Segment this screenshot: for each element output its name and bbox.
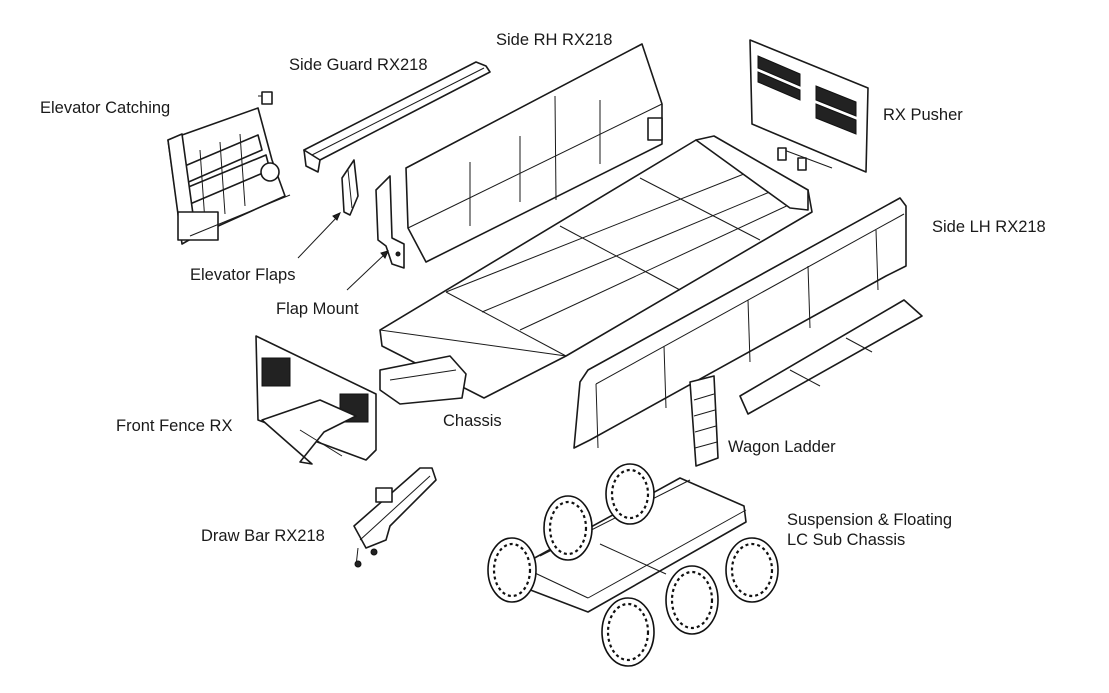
wagon-ladder-part: [689, 375, 719, 467]
label-draw-bar: Draw Bar RX218: [201, 527, 325, 545]
rx-pusher-part: [749, 39, 869, 173]
label-side-guard: Side Guard RX218: [289, 56, 428, 74]
side-lh-part: [573, 197, 907, 449]
chassis-part: [379, 135, 813, 405]
lower-guard-part: [739, 299, 923, 415]
label-front-fence: Front Fence RX: [116, 417, 233, 435]
label-chassis: Chassis: [443, 412, 502, 430]
draw-bar-part: [353, 467, 437, 568]
label-side-rh: Side RH RX218: [496, 31, 613, 49]
label-wagon-ladder: Wagon Ladder: [728, 438, 836, 456]
elevator-catching-part: [167, 91, 291, 245]
label-rx-pusher: RX Pusher: [883, 106, 963, 124]
label-suspension-line2: LC Sub Chassis: [787, 531, 906, 549]
front-fence-part: [255, 335, 377, 465]
side-guard-part: [303, 61, 491, 173]
side-rh-part: [405, 43, 663, 263]
flap-mount-part: [375, 175, 405, 269]
label-elevator-flaps: Elevator Flaps: [190, 266, 296, 284]
label-side-lh: Side LH RX218: [932, 218, 1046, 236]
suspension-part: [487, 463, 779, 667]
label-suspension-line1: Suspension & Floating: [787, 511, 953, 529]
label-elevator-catching: Elevator Catching: [40, 99, 171, 117]
label-flap-mount: Flap Mount: [276, 300, 359, 318]
pointer-arrows: [297, 212, 389, 291]
elevator-flaps-part: [341, 159, 359, 216]
